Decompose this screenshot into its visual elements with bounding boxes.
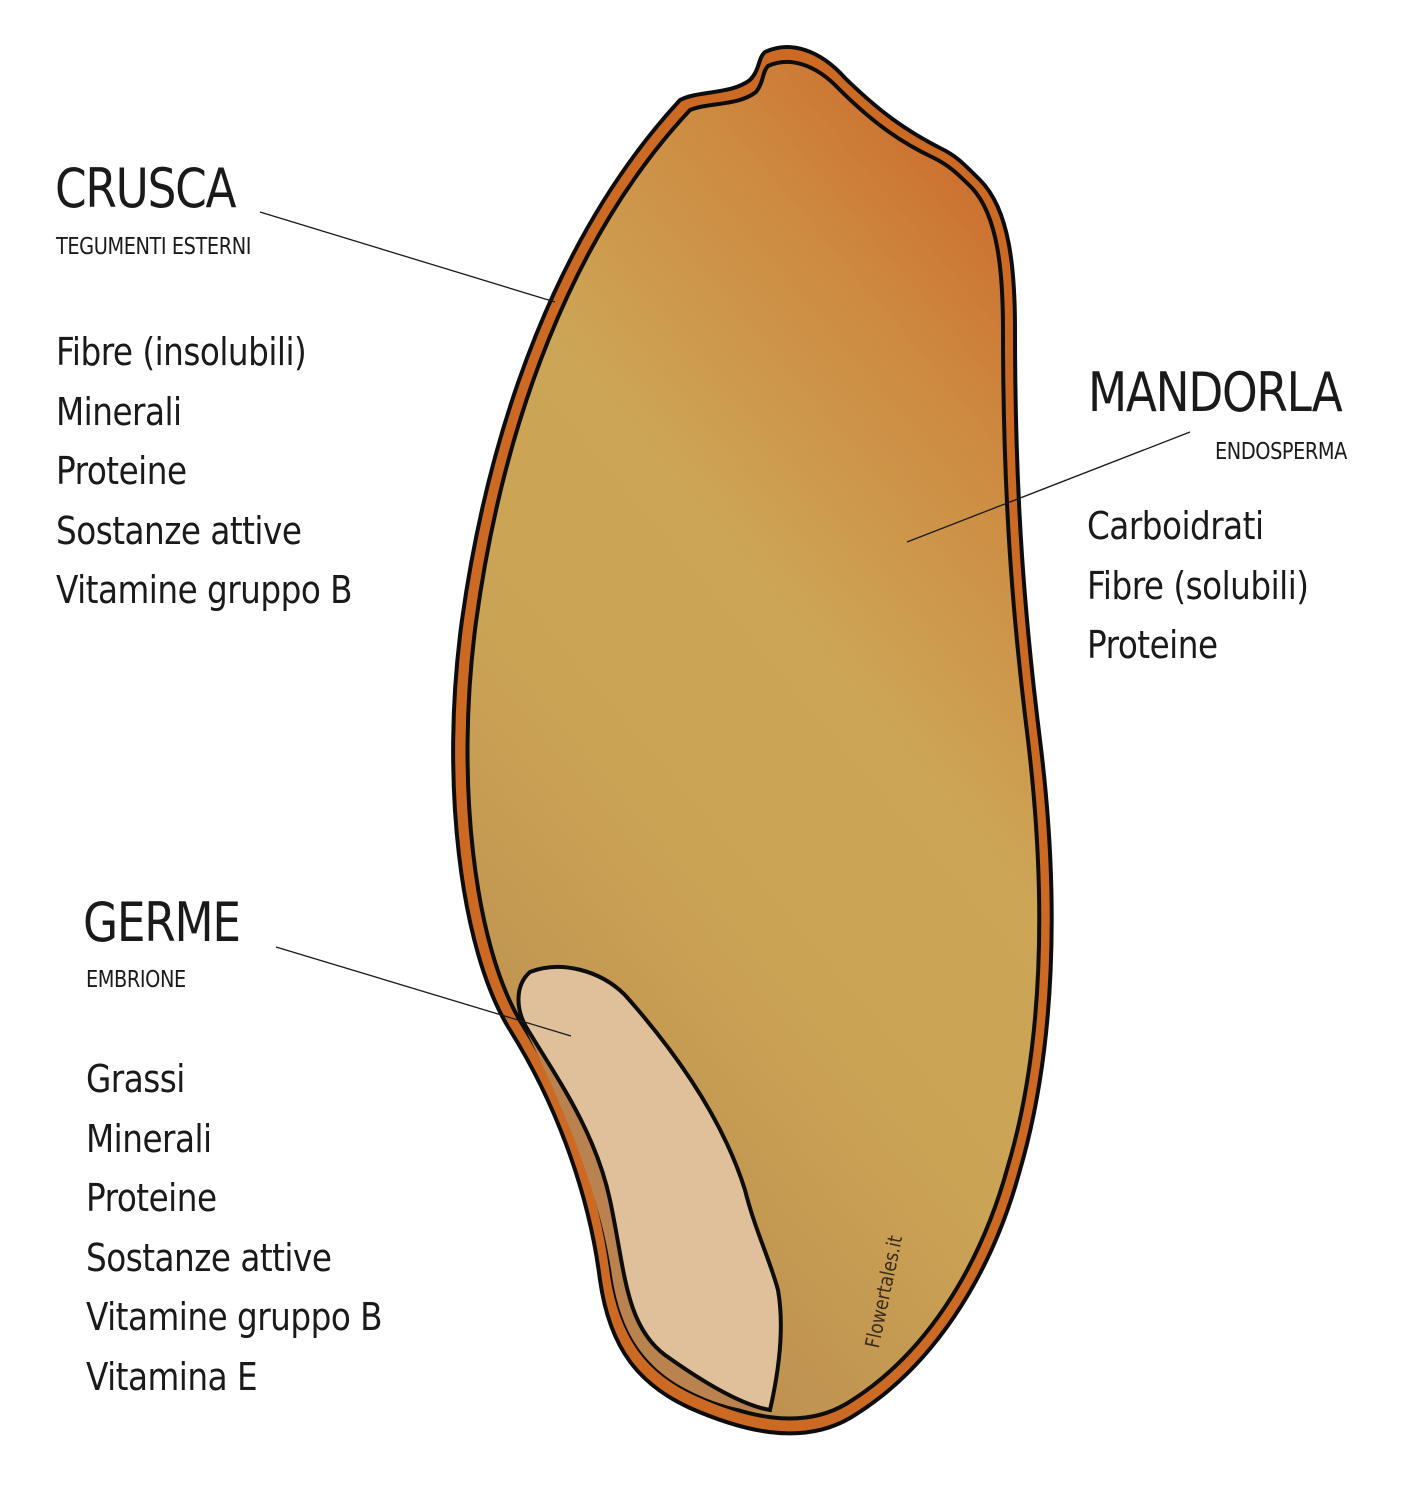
- list-item: Proteine: [86, 1176, 217, 1220]
- mandorla-nutrient-list: Carboidrati Fibre (solubili) Proteine: [1087, 497, 1309, 676]
- list-item: Fibre (solubili): [1087, 563, 1309, 608]
- germ: [516, 964, 783, 1413]
- crusca-leader-line: [259, 211, 556, 303]
- germe-title: GERME: [83, 891, 241, 954]
- list-item: Sostanze attive: [56, 508, 302, 553]
- list-item: Vitamina E: [86, 1354, 258, 1399]
- mandorla-subtitle: ENDOSPERMA: [1215, 439, 1347, 465]
- crusca-subtitle: TEGUMENTI ESTERNI: [56, 234, 252, 260]
- crusca-title: CRUSCA: [55, 157, 237, 220]
- list-item: Proteine: [1087, 623, 1218, 667]
- germe-leader-line: [275, 946, 572, 1037]
- crusca-nutrient-list: Fibre (insolubili) Minerali Proteine Sos…: [56, 323, 353, 621]
- list-item: Minerali: [56, 389, 182, 434]
- list-item: Fibre (insolubili): [56, 330, 307, 374]
- list-item: Vitamine gruppo B: [56, 568, 353, 612]
- list-item: Vitamine gruppo B: [86, 1295, 383, 1339]
- list-item: Proteine: [56, 449, 187, 493]
- mandorla-leader-line: [906, 431, 1191, 543]
- list-item: Minerali: [86, 1116, 212, 1161]
- list-item: Carboidrati: [1087, 504, 1264, 548]
- germe-subtitle: EMBRIONE: [86, 967, 186, 993]
- list-item: Grassi: [86, 1057, 185, 1101]
- germe-nutrient-list: Grassi Minerali Proteine Sostanze attive…: [86, 1050, 383, 1407]
- mandorla-title: MANDORLA: [1088, 361, 1343, 424]
- list-item: Sostanze attive: [86, 1235, 332, 1280]
